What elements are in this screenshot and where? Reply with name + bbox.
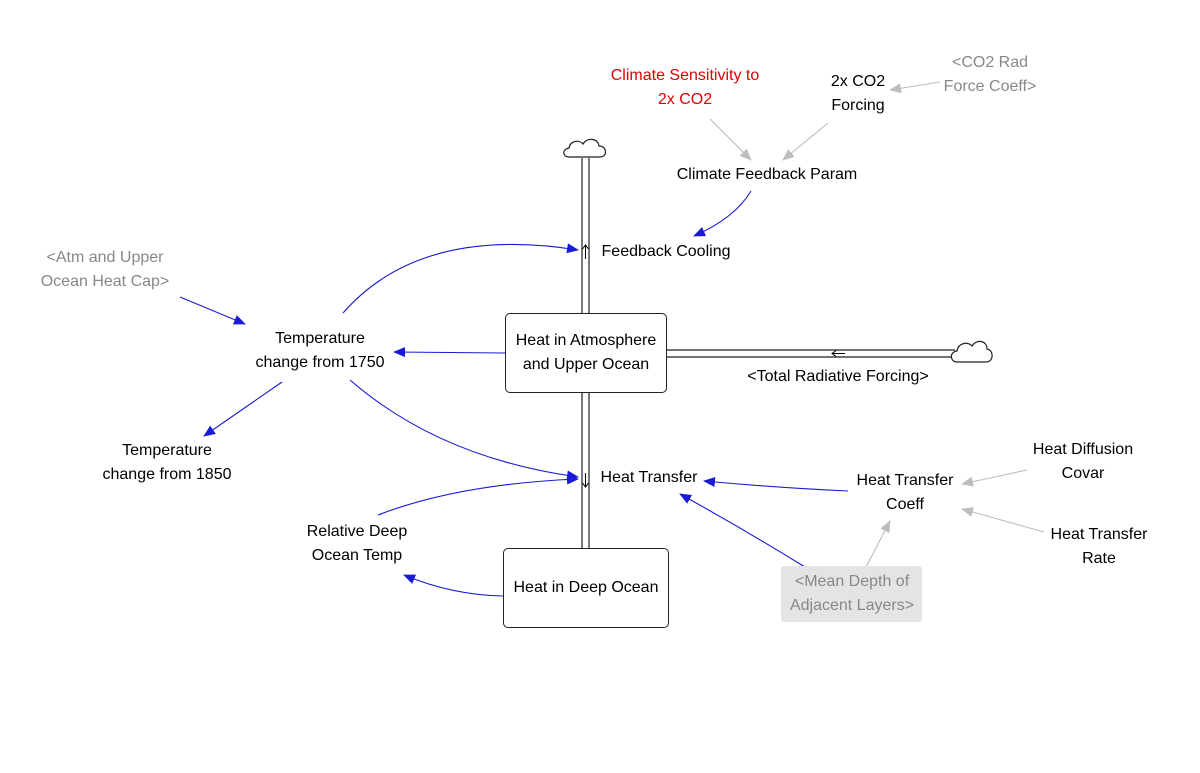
flow-total-radiative-forcing-label: <Total Radiative Forcing> — [747, 368, 929, 385]
var-temp-1850-line-1: Temperature — [122, 442, 212, 459]
flow-total-radiative-forcing[interactable]: <Total Radiative Forcing> — [747, 365, 928, 389]
link-covar-to-coeff — [961, 469, 1028, 487]
var-heat-transfer-rate-line-1: Heat Transfer — [1050, 526, 1148, 543]
var-relative-deep-line-2: Ocean Temp — [311, 547, 403, 564]
flow-heat-transfer[interactable]: Heat Transfer — [601, 466, 698, 490]
var-climate-feedback-param-label: Climate Feedback Param — [676, 166, 858, 183]
link-temp1750-to-temp1850 — [203, 381, 283, 437]
var-co2-rad-force-coeff-line-1: <CO2 Rad — [951, 54, 1029, 71]
valve-up-icon — [582, 244, 589, 259]
var-climate-feedback-param[interactable]: Climate Feedback Param — [677, 163, 858, 187]
valve-down-icon — [582, 473, 589, 488]
link-radcoeff-to-co2forcing — [889, 81, 941, 94]
var-2x-co2-forcing[interactable]: 2x CO2 Forcing — [831, 70, 885, 118]
link-heatcap-to-temp1750 — [179, 296, 246, 325]
link-sensitivity-to-feedback-param — [709, 118, 752, 161]
link-heat-deep-to-reldeep — [403, 574, 504, 597]
link-temp1750-to-heat-transfer — [349, 379, 579, 481]
var-heat-diffusion-covar[interactable]: Heat Diffusion Covar — [1033, 438, 1133, 486]
stock-heat-in-deep-ocean-label: Heat in Deep Ocean — [513, 579, 659, 596]
var-relative-deep-ocean-temp[interactable]: Relative Deep Ocean Temp — [307, 520, 408, 568]
var-temperature-change-1850[interactable]: Temperature change from 1850 — [103, 439, 232, 487]
flow-feedback-cooling-label: Feedback Cooling — [601, 243, 731, 260]
link-meandepth-to-coeff — [865, 520, 891, 568]
flow-heat-transfer-label: Heat Transfer — [600, 469, 698, 486]
var-temp-1750-line-2: change from 1750 — [255, 354, 385, 371]
var-heat-transfer-coeff-line-1: Heat Transfer — [856, 472, 954, 489]
var-co2-rad-force-coeff[interactable]: <CO2 Rad Force Coeff> — [944, 51, 1037, 99]
var-heat-transfer-rate-line-2: Rate — [1082, 550, 1116, 567]
link-rate-to-coeff — [961, 507, 1045, 533]
link-coeff-to-heat-transfer — [703, 477, 849, 492]
var-heat-transfer-coeff[interactable]: Heat Transfer Coeff — [857, 469, 954, 517]
var-atm-upper-ocean-heat-cap[interactable]: <Atm and Upper Ocean Heat Cap> — [41, 246, 170, 294]
var-2x-co2-forcing-line-1: 2x CO2 — [830, 73, 886, 90]
link-reldeep-to-heat-transfer — [377, 474, 579, 516]
var-climate-sensitivity-line-2: 2x CO2 — [657, 91, 713, 108]
stock-heat-in-deep-ocean[interactable]: Heat in Deep Ocean — [503, 548, 669, 628]
var-mean-depth-line-2: Adjacent Layers> — [789, 597, 915, 614]
link-heat-atm-to-temp1750 — [393, 347, 506, 358]
var-relative-deep-line-1: Relative Deep — [306, 523, 408, 540]
var-temperature-change-1750[interactable]: Temperature change from 1750 — [256, 327, 385, 375]
total-radiative-forcing-pipe — [666, 349, 955, 358]
var-heat-transfer-coeff-line-2: Coeff — [886, 496, 924, 513]
var-atm-heat-cap-line-2: Ocean Heat Cap> — [40, 273, 170, 290]
link-climate-feedback-to-cooling — [693, 190, 752, 237]
var-climate-sensitivity[interactable]: Climate Sensitivity to 2x CO2 — [611, 64, 760, 112]
var-2x-co2-forcing-line-2: Forcing — [831, 97, 885, 114]
var-temp-1750-line-1: Temperature — [275, 330, 365, 347]
var-heat-diffusion-covar-line-1: Heat Diffusion — [1032, 441, 1134, 458]
valve-left-icon — [831, 350, 845, 357]
var-co2-rad-force-coeff-line-2: Force Coeff> — [943, 78, 1037, 95]
link-co2forcing-to-feedback-param — [782, 122, 829, 161]
cloud-icon — [563, 138, 607, 158]
stock-heat-in-atmosphere[interactable]: Heat in Atmosphere and Upper Ocean — [505, 313, 667, 393]
stock-heat-in-atmosphere-line-2: and Upper Ocean — [522, 356, 650, 373]
var-temp-1850-line-2: change from 1850 — [102, 466, 232, 483]
var-heat-diffusion-covar-line-2: Covar — [1061, 465, 1105, 482]
link-temp1750-to-cooling — [342, 243, 579, 314]
mean-depth-highlight — [781, 566, 922, 622]
feedback-cooling-pipe — [581, 158, 590, 313]
var-climate-sensitivity-line-1: Climate Sensitivity to — [610, 67, 760, 84]
stock-heat-in-atmosphere-line-1: Heat in Atmosphere — [515, 332, 657, 349]
var-mean-depth-adjacent-layers[interactable]: <Mean Depth of Adjacent Layers> — [790, 570, 914, 618]
var-heat-transfer-rate[interactable]: Heat Transfer Rate — [1051, 523, 1148, 571]
heat-transfer-pipe — [581, 393, 590, 548]
var-atm-heat-cap-line-1: <Atm and Upper — [46, 249, 164, 266]
flow-feedback-cooling[interactable]: Feedback Cooling — [602, 240, 731, 264]
cloud-icon — [950, 340, 993, 363]
var-mean-depth-line-1: <Mean Depth of — [794, 573, 910, 590]
link-meandepth-to-heat-transfer — [679, 493, 806, 568]
